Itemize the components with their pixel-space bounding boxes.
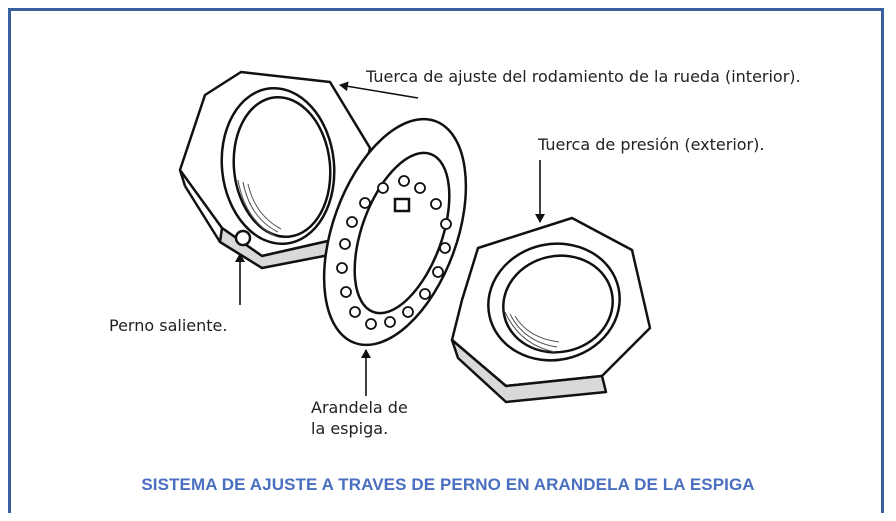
- diagram-caption: SISTEMA DE AJUSTE A TRAVES DE PERNO EN A…: [141, 475, 755, 494]
- arrow-inner-nut: [339, 81, 419, 99]
- diagram-frame: [8, 8, 884, 513]
- spindle-washer: [322, 117, 468, 347]
- label-outer-nut: Tuerca de presión (exterior).: [538, 135, 765, 154]
- label-washer-line2: la espiga.: [311, 419, 389, 438]
- label-washer-line1: Arandela de: [311, 398, 408, 417]
- outer-lock-nut: [450, 216, 652, 404]
- label-inner-nut: Tuerca de ajuste del rodamiento de la ru…: [366, 67, 801, 86]
- inner-adjusting-nut: [178, 70, 372, 270]
- label-pin: Perno saliente.: [109, 316, 228, 335]
- pointer-arrows: [235, 81, 545, 396]
